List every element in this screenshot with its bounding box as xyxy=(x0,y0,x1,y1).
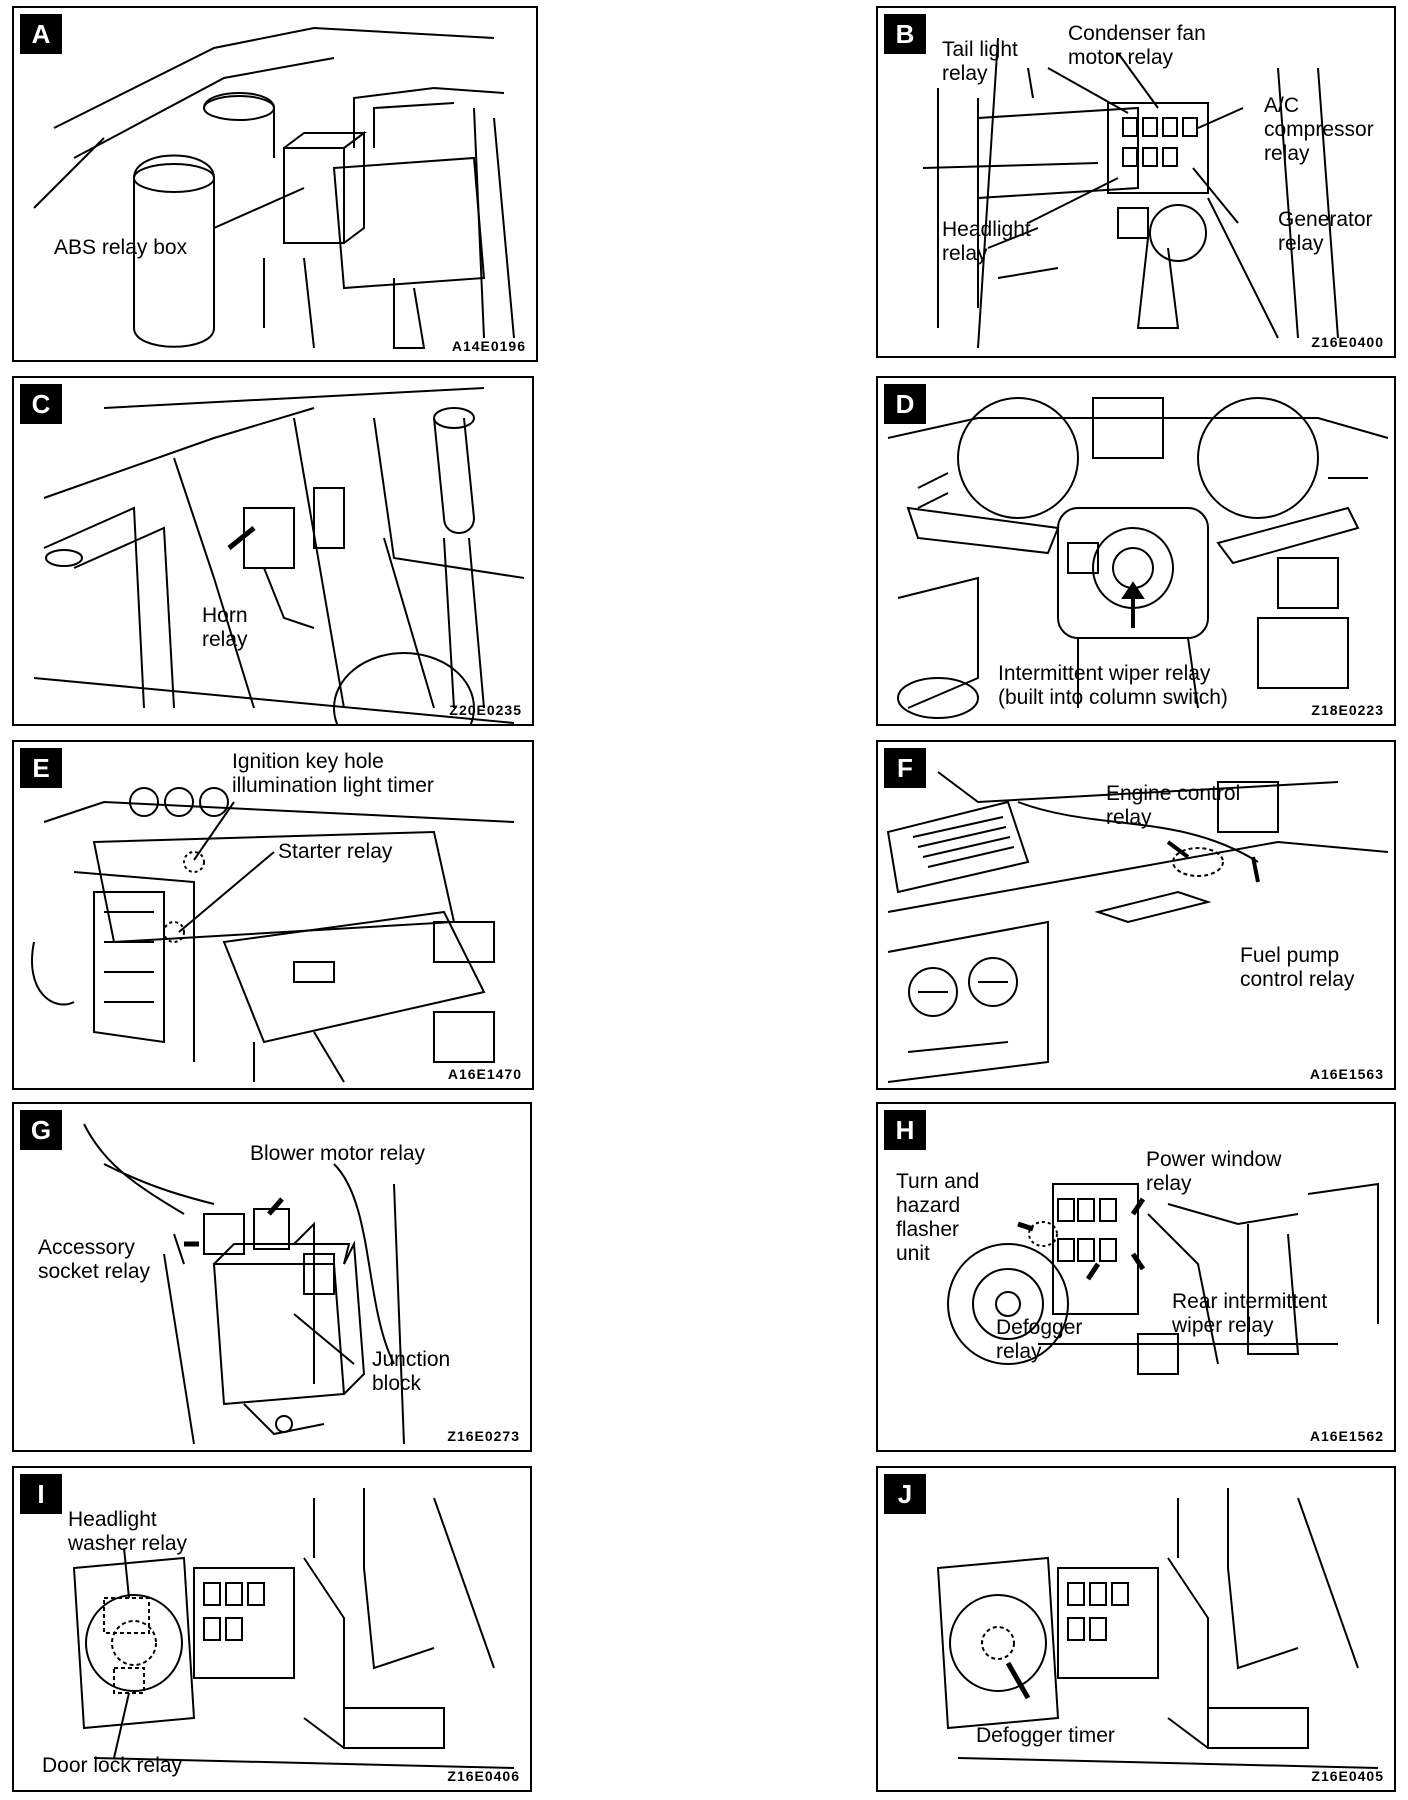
panel-letter: D xyxy=(884,384,926,424)
starter-relay-label: Starter relay xyxy=(278,840,393,863)
panel-b: B Tail light relay Condenser fan motor r… xyxy=(876,6,1396,358)
defogger-relay-label: Defogger relay xyxy=(996,1316,1083,1363)
relay-block-under-dash-illustration xyxy=(947,1182,1379,1375)
horn-relay-illustration xyxy=(33,387,525,724)
figure-code: Z20E0235 xyxy=(449,702,522,718)
junction-block-label: Junction block xyxy=(372,1348,451,1395)
figure-code: A16E1470 xyxy=(447,1066,522,1082)
panel-letter: I xyxy=(20,1474,62,1514)
panel-a: A ABS relay box A14E0196 xyxy=(12,6,538,362)
panel-e: E Ignition key hole illumination light t… xyxy=(12,740,534,1090)
engine-relays-illustration xyxy=(922,37,1339,349)
panel-i: I Headlight washer relay Door lock relay… xyxy=(12,1466,532,1792)
condenser-fan-motor-relay-label: Condenser fan motor relay xyxy=(1068,22,1206,69)
panel-j: J Defogger timer Z16E0405 xyxy=(876,1466,1396,1792)
panel-c: C Horn relay Z20E0235 xyxy=(12,376,534,726)
panel-letter: J xyxy=(884,1474,926,1514)
engine-control-relay-label: Engine control relay xyxy=(1106,782,1241,829)
abs-relay-box-label: ABS relay box xyxy=(54,236,188,259)
rear-intermittent-wiper-relay-label: Rear intermittent wiper relay xyxy=(1172,1290,1328,1337)
panel-letter: E xyxy=(20,748,62,788)
turn-hazard-flasher-label: Turn and hazard flasher unit xyxy=(896,1170,980,1265)
headlight-relay-label: Headlight relay xyxy=(942,218,1031,265)
column-switch-illustration xyxy=(887,397,1389,719)
generator-relay-label: Generator relay xyxy=(1278,208,1373,255)
panel-h: H Turn and hazard flasher unit Power win… xyxy=(876,1102,1396,1452)
headlight-washer-door-lock-illustration xyxy=(72,1488,515,1769)
panel-letter: G xyxy=(20,1110,62,1150)
tail-light-relay-label: Tail light relay xyxy=(942,38,1018,85)
headlight-washer-relay-label: Headlight washer relay xyxy=(68,1508,188,1555)
panel-letter: H xyxy=(884,1110,926,1150)
figure-code: Z18E0223 xyxy=(1311,702,1384,718)
panel-f: F Engine control relay Fuel pump control… xyxy=(876,740,1396,1090)
dashboard-right-illustration xyxy=(886,771,1389,1083)
panel-letter: A xyxy=(20,14,62,54)
figure-code: Z16E0273 xyxy=(447,1428,520,1444)
figure-code: A14E0196 xyxy=(451,338,526,354)
blower-motor-relay-label: Blower motor relay xyxy=(250,1142,426,1165)
intermittent-wiper-relay-label: Intermittent wiper relay (built into col… xyxy=(998,662,1228,709)
dashboard-left-illustration xyxy=(31,787,515,1083)
abs-relay-box-illustration xyxy=(33,26,515,349)
accessory-socket-relay-label: Accessory socket relay xyxy=(38,1236,151,1283)
power-window-relay-label: Power window relay xyxy=(1146,1148,1282,1195)
junction-block-illustration xyxy=(83,1123,405,1445)
fuel-pump-control-relay-label: Fuel pump control relay xyxy=(1240,944,1355,991)
figure-code: A16E1562 xyxy=(1309,1428,1384,1444)
defogger-timer-label: Defogger timer xyxy=(976,1724,1115,1747)
ignition-key-hole-timer-label: Ignition key hole illumination light tim… xyxy=(232,750,434,797)
figure-code: Z16E0405 xyxy=(1311,1768,1384,1784)
panel-d: D Intermittent wiper relay (built into c… xyxy=(876,376,1396,726)
door-lock-relay-label: Door lock relay xyxy=(42,1754,183,1777)
figure-code: Z16E0400 xyxy=(1311,334,1384,350)
figure-code: Z16E0406 xyxy=(447,1768,520,1784)
panel-g: G Blower motor relay Accessory socket re… xyxy=(12,1102,532,1452)
horn-relay-label: Horn relay xyxy=(202,604,248,651)
panel-letter: B xyxy=(884,14,926,54)
defogger-timer-illustration xyxy=(936,1488,1379,1769)
panel-letter: C xyxy=(20,384,62,424)
panel-letter: F xyxy=(884,748,926,788)
figure-code: A16E1563 xyxy=(1309,1066,1384,1082)
ac-compressor-relay-label: A/C compressor relay xyxy=(1264,94,1374,165)
